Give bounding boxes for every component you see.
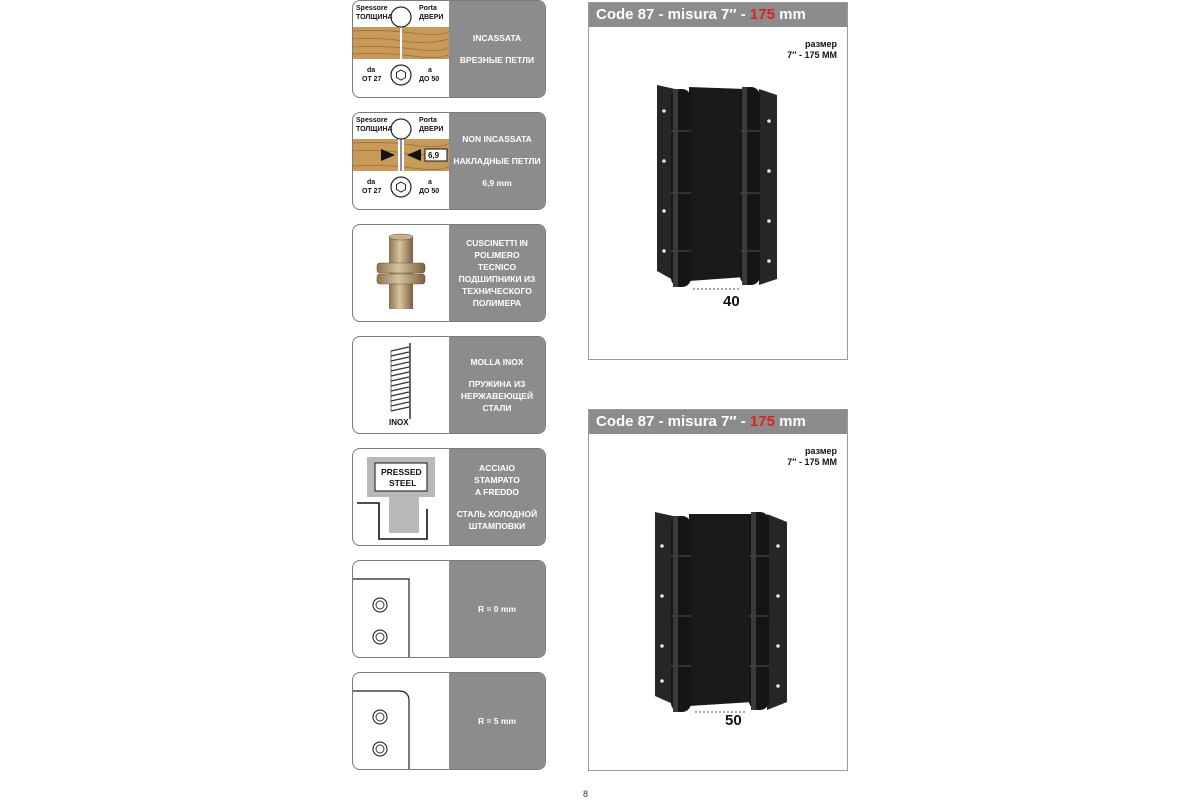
- feature-line: CUSCINETTI IN: [466, 238, 528, 248]
- feature-line: НАКЛАДНЫЕ ПЕТЛИ: [453, 156, 541, 166]
- a-label: a: [428, 179, 432, 186]
- porta-label: Porta: [419, 117, 437, 124]
- feature-line: TECNICO: [477, 262, 517, 272]
- title-suffix: mm: [774, 6, 806, 23]
- porta-label: Porta: [419, 5, 437, 12]
- feature-card-spring: INOX MOLLA INOX ПРУЖИНА ИЗ НЕРЖАВЕЮЩЕЙ С…: [352, 336, 546, 434]
- title-highlight: 175: [749, 6, 775, 23]
- feature-line: R = 0 mm: [477, 604, 517, 614]
- product-title: Code 87 - misura 7″ - 175 mm: [589, 410, 847, 434]
- feature-line: ПРУЖИНА ИЗ: [468, 379, 526, 389]
- feature-line: ПОЛИМЕРА: [472, 298, 522, 308]
- do-label: ДО 50: [419, 76, 440, 83]
- feature-card-radius-0: R = 0 mm: [352, 560, 546, 658]
- feature-line: СТАЛЬ ХОЛОДНОЙ: [456, 509, 538, 519]
- feature-card-non-incassata: Spessore ТОЛЩИНА Porta ДВЕРИ 6,9 da ОТ 2…: [352, 112, 546, 210]
- title-highlight: 175: [749, 413, 775, 430]
- width-dimension: 50: [725, 712, 742, 729]
- stainless-spring-icon: [390, 343, 411, 419]
- feature-card-bearings: CUSCINETTI IN POLIMERO TECNICO ПОДШИПНИК…: [352, 224, 546, 322]
- feature-text: R = 5 mm: [449, 673, 545, 769]
- size-note: размер 7″ - 175 ММ: [787, 446, 837, 468]
- gap-value-label: 6,9: [428, 151, 440, 160]
- da-label: da: [367, 67, 376, 74]
- width-dimension: 40: [723, 293, 740, 310]
- feature-text: NON INCASSATA НАКЛАДНЫЕ ПЕТЛИ 6,9 mm: [449, 113, 545, 209]
- title-prefix: Code 87 - misura 7″ -: [596, 413, 750, 430]
- title-suffix: mm: [774, 413, 806, 430]
- polymer-bearing-icon: [376, 233, 426, 309]
- double-action-hinge-image: [655, 512, 787, 713]
- feature-line: INCASSATA: [472, 33, 522, 43]
- feature-line: STAMPATO: [474, 475, 520, 485]
- spessore-label: Spessore: [356, 117, 388, 124]
- feature-line: ВРЕЗНЫЕ ПЕТЛИ: [459, 55, 535, 65]
- steel-label: STEEL: [389, 478, 417, 488]
- product-title: Code 87 - misura 7″ - 175 mm: [589, 3, 847, 27]
- surface-mounted-diagram-icon: [353, 118, 449, 198]
- a-label: a: [428, 67, 432, 74]
- feature-text: R = 0 mm: [449, 561, 545, 657]
- feature-text: CUSCINETTI IN POLIMERO TECNICO ПОДШИПНИК…: [449, 225, 545, 321]
- pressed-steel-icon: [357, 457, 435, 540]
- tolshchina-label: ТОЛЩИНА: [356, 126, 393, 133]
- ot-label: ОТ 27: [362, 76, 382, 83]
- double-action-hinge-image: [657, 85, 777, 290]
- size-label: размер: [804, 39, 837, 49]
- feature-line: СТАЛИ: [482, 403, 512, 413]
- feature-line: ПОДШИПНИКИ ИЗ: [458, 274, 536, 284]
- size-value: 7″ - 175 ММ: [787, 50, 837, 60]
- inox-label: INOX: [389, 418, 409, 427]
- feature-line: НЕРЖАВЕЮЩЕЙ: [460, 391, 534, 401]
- feature-line: ШТАМПОВКИ: [468, 521, 526, 531]
- feature-line: R = 5 mm: [477, 716, 517, 726]
- feature-text: ACCIAIO STAMPATO A FREDDO СТАЛЬ ХОЛОДНОЙ…: [449, 449, 545, 545]
- feature-text: INCASSATA ВРЕЗНЫЕ ПЕТЛИ: [449, 1, 545, 97]
- feature-card-incassata: Spessore ТОЛЩИНА Porta ДВЕРИ da ОТ 27 a …: [352, 0, 546, 98]
- size-note: размер 7″ - 175 ММ: [787, 39, 837, 61]
- feature-line: ACCIAIO: [479, 463, 515, 473]
- title-prefix: Code 87 - misura 7″ -: [596, 6, 750, 23]
- do-label: ДО 50: [419, 188, 440, 195]
- dveri-label: ДВЕРИ: [419, 14, 444, 21]
- tolshchina-label: ТОЛЩИНА: [356, 14, 393, 21]
- feature-line: ТЕХНИЧЕСКОГО: [462, 286, 532, 296]
- ot-label: ОТ 27: [362, 188, 382, 195]
- square-corner-plate-icon: [353, 578, 410, 657]
- product-panel-2: Code 87 - misura 7″ - 175 mm размер 7″ -…: [588, 409, 848, 771]
- feature-card-radius-5: R = 5 mm: [352, 672, 546, 770]
- page-number: 8: [583, 789, 589, 799]
- pressed-label: PRESSED: [381, 467, 422, 477]
- spessore-label: Spessore: [356, 5, 388, 12]
- rounded-corner-plate-icon: [353, 690, 410, 769]
- feature-line: A FREDDO: [474, 487, 520, 497]
- feature-line: 6,9 mm: [482, 178, 512, 188]
- recessed-door-diagram-icon: [353, 6, 449, 86]
- da-label: da: [367, 179, 376, 186]
- dveri-label: ДВЕРИ: [419, 126, 444, 133]
- feature-text: MOLLA INOX ПРУЖИНА ИЗ НЕРЖАВЕЮЩЕЙ СТАЛИ: [449, 337, 545, 433]
- size-label: размер: [804, 446, 837, 456]
- feature-line: NON INCASSATA: [462, 134, 532, 144]
- product-panel-1: Code 87 - misura 7″ - 175 mm размер 7″ -…: [588, 2, 848, 360]
- feature-card-pressed-steel: PRESSED STEEL ACCIAIO STAMPATO A FREDDO …: [352, 448, 546, 546]
- size-value: 7″ - 175 ММ: [787, 457, 837, 467]
- feature-line: MOLLA INOX: [470, 357, 524, 367]
- feature-line: POLIMERO: [474, 250, 520, 260]
